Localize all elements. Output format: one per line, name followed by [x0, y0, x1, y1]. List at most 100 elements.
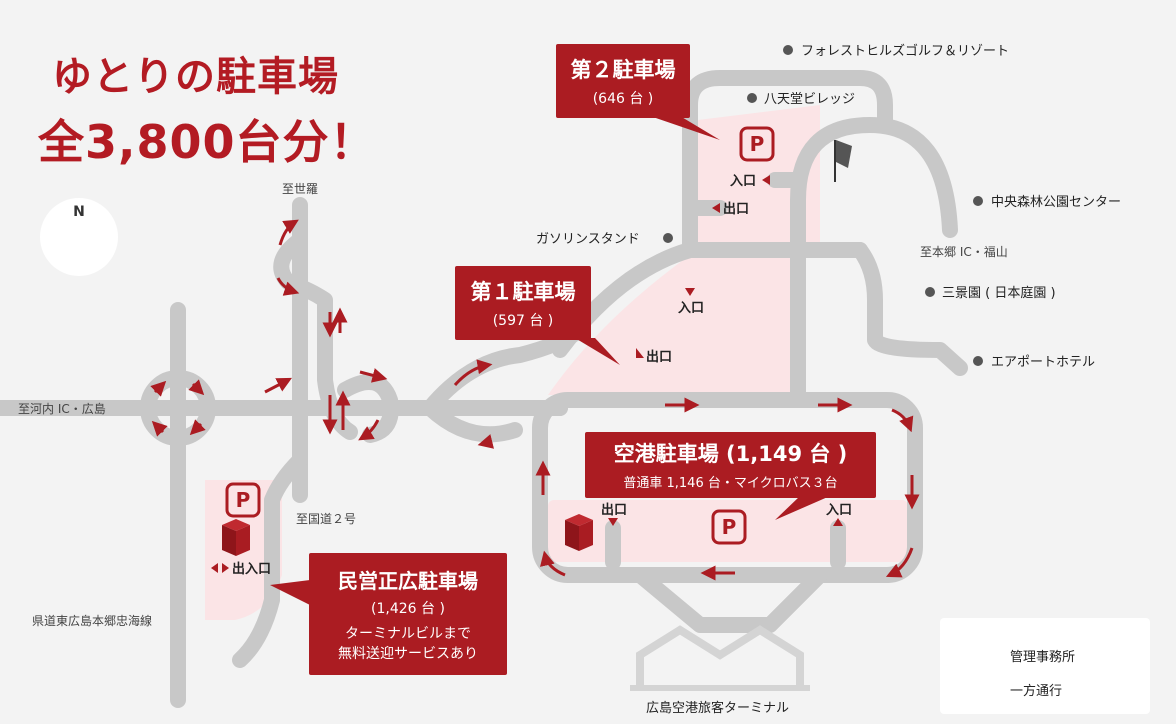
parking-1-count: (597 台 )	[492, 313, 554, 329]
one-way-arrows	[150, 219, 920, 581]
airport-entrance-triangle	[833, 518, 843, 526]
p2-exit-label: 出口	[723, 201, 749, 217]
p2-entrance-label: 入口	[730, 174, 756, 189]
callout-parking-1: 第１駐車場 (597 台 )	[455, 266, 591, 340]
loop-ramp	[337, 374, 399, 443]
p2-entrance-triangle	[762, 175, 770, 185]
compass: N	[40, 198, 118, 276]
place-dots	[663, 45, 983, 366]
one-way-arrow	[540, 550, 566, 577]
hattendo-dot	[747, 93, 757, 103]
legend-office-label: 管理事務所	[1010, 650, 1076, 665]
one-way-arrow	[359, 368, 388, 383]
one-way-arrow	[891, 408, 914, 433]
sankeien-dot	[925, 287, 935, 297]
one-way-arrow	[188, 379, 205, 396]
lot-p1-area	[548, 250, 790, 395]
gate-markers	[211, 175, 843, 573]
lot-p2-area	[698, 105, 820, 245]
callout-pointers	[270, 116, 830, 605]
p-symbol-airport	[711, 509, 747, 545]
gas-station-dot	[663, 233, 673, 243]
label-to-sera: 至世羅	[282, 182, 318, 196]
office-building-icon	[565, 514, 593, 551]
one-way-arrow	[150, 380, 167, 397]
compass-north-label: N	[73, 204, 85, 220]
label-central-park: 中央森林公園センター	[991, 195, 1121, 210]
private-gate-label: 出入口	[232, 561, 271, 577]
p-symbol-private-letter: P	[236, 488, 251, 512]
p-symbol-private	[225, 482, 261, 518]
lot-airport-area	[548, 500, 908, 562]
airport-pointer	[775, 496, 830, 520]
label-forest-hills: フォレストヒルズゴルフ＆リゾート	[801, 43, 1009, 59]
airport-parking-detail: 普通車 1,146 台・マイクロバス３台	[623, 476, 838, 491]
private-gate-right	[222, 563, 229, 573]
label-to-kochi: 至河内 IC・広島	[18, 401, 106, 416]
private-parking-count: (1,426 台 )	[371, 601, 445, 617]
label-terminal: 広島空港旅客ターミナル	[646, 700, 789, 716]
flag-icon	[834, 140, 852, 182]
label-to-hongo: 至本郷 IC・福山	[920, 244, 1008, 259]
sera-ramp	[273, 232, 358, 440]
office-building-icon	[222, 519, 250, 556]
one-way-arrow	[151, 420, 168, 437]
one-way-arrow	[278, 219, 299, 246]
p2-access-road	[682, 70, 893, 258]
parking-2-count: (646 台 )	[592, 91, 654, 107]
airport-entrance-label: 入口	[826, 503, 852, 518]
private-gate-left	[211, 563, 218, 573]
callout-airport-parking: 空港駐車場 (1,149 台 ) 普通車 1,146 台・マイクロバス３台	[585, 432, 876, 498]
airport-loop	[532, 392, 923, 583]
p1-pointer	[575, 338, 620, 365]
callout-parking-2: 第２駐車場 (646 台 )	[556, 44, 690, 118]
parking-2-name: 第２駐車場	[570, 58, 676, 82]
p1-link-lower	[422, 400, 523, 443]
label-prefectural-road: 県道東広島本郷忠海線	[32, 613, 152, 628]
one-way-arrow	[885, 547, 914, 578]
p1-entrance-triangle	[685, 288, 695, 296]
private-pointer	[270, 580, 310, 605]
road-network	[0, 70, 968, 708]
p-symbol-p2	[739, 126, 775, 162]
parking-symbols	[225, 126, 775, 545]
p-symbol-airport-letter: P	[722, 515, 737, 539]
roundabout	[140, 370, 216, 446]
private-parking-service-line1: ターミナルビルまで	[345, 626, 471, 642]
p2-exit-triangle	[712, 203, 720, 213]
label-sankeien: 三景園 ( 日本庭園 )	[942, 285, 1056, 301]
airport-exit-label: 出口	[601, 502, 627, 518]
headline-line2: 全3,800台分！	[38, 115, 377, 169]
one-way-arrow	[453, 359, 493, 386]
private-parking-name: 民営正広駐車場	[338, 569, 478, 593]
one-way-arrow	[264, 377, 292, 394]
p1-entrance-label: 入口	[678, 301, 704, 316]
airport-exit-triangle	[608, 518, 618, 526]
label-airport-hotel: エアポートホテル	[991, 355, 1095, 370]
label-hattendo: 八天堂ビレッジ	[764, 92, 855, 107]
label-to-route2: 至国道２号	[296, 512, 356, 526]
p2-pointer	[650, 116, 720, 140]
airport-parking-name: 空港駐車場 (1,149 台 )	[613, 442, 848, 466]
one-way-arrow	[276, 277, 300, 296]
central-park-dot	[973, 196, 983, 206]
legend-one-way-label: 一方通行	[1010, 684, 1063, 699]
p1-exit-label: 出口	[646, 349, 672, 365]
p-symbol-p2-letter: P	[750, 132, 765, 156]
forest-hills-dot	[783, 45, 793, 55]
headline-line1: ゆとりの駐車場	[52, 54, 339, 100]
terminal-connector	[632, 567, 828, 633]
one-way-arrow	[189, 419, 206, 436]
terminal-building	[636, 625, 804, 685]
parking-1-name: 第１駐車場	[470, 280, 576, 304]
parking-lot-areas	[205, 105, 908, 620]
p1-exit-triangle	[636, 348, 644, 358]
label-gas-station: ガソリンスタンド	[536, 232, 640, 247]
lower-left-road	[232, 452, 308, 668]
private-parking-service-line2: 無料送迎サービスあり	[338, 646, 478, 662]
east-road	[852, 242, 968, 376]
callout-private-parking: 民営正広駐車場 (1,426 台 ) ターミナルビルまで 無料送迎サービスあり	[309, 553, 507, 675]
one-way-arrow	[358, 419, 380, 441]
arch-road	[790, 117, 958, 403]
